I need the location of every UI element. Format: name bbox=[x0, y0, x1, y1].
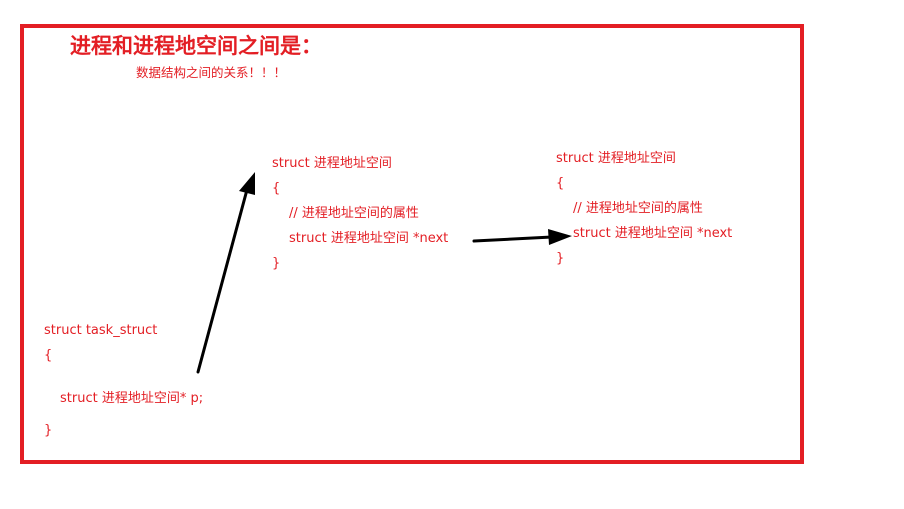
arrow-middle-to-right-head bbox=[548, 229, 572, 245]
arrow-task-to-middle-shaft bbox=[196, 184, 250, 374]
right-block-decl: struct 进程地址空间 bbox=[556, 151, 676, 166]
middle-block-field: struct 进程地址空间 *next bbox=[289, 231, 449, 246]
middle-block-open-brace: { bbox=[272, 181, 281, 196]
middle-block-close-brace: } bbox=[272, 256, 281, 271]
middle-block-comment: // 进程地址空间的属性 bbox=[289, 206, 419, 221]
task-struct-field: struct 进程地址空间* p; bbox=[60, 391, 204, 406]
right-block-close-brace: } bbox=[556, 251, 565, 266]
arrow-middle-to-right-shaft bbox=[472, 235, 554, 243]
diagram-subtitle: 数据结构之间的关系！！！ bbox=[136, 65, 287, 80]
diagram-frame bbox=[20, 24, 804, 464]
task-struct-open-brace: { bbox=[44, 348, 53, 363]
task-struct-close-brace: } bbox=[44, 423, 53, 438]
middle-block-decl: struct 进程地址空间 bbox=[272, 156, 392, 171]
right-block-field: struct 进程地址空间 *next bbox=[573, 226, 733, 241]
task-struct-decl: struct task_struct bbox=[44, 323, 158, 338]
right-block-comment: // 进程地址空间的属性 bbox=[573, 201, 703, 216]
arrow-task-to-middle-head bbox=[239, 172, 255, 195]
right-block-open-brace: { bbox=[556, 176, 565, 191]
diagram-title: 进程和进程地空间之间是： bbox=[70, 34, 322, 58]
